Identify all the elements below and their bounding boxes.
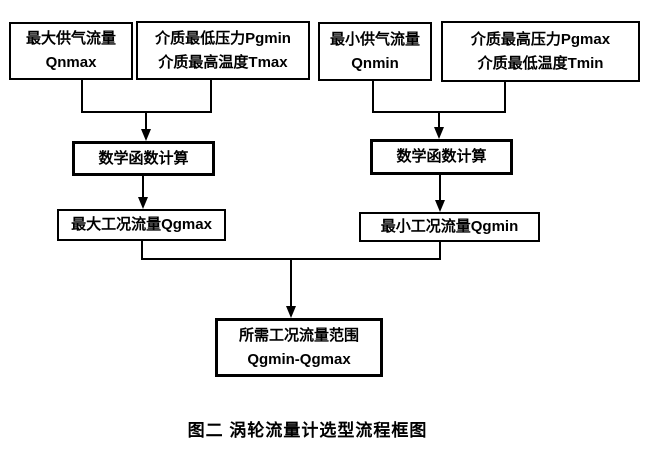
arrowhead-to-calc-left: [141, 129, 151, 141]
box-min-pressure-max-temp-line2: 介质最高温度Tmax: [158, 53, 288, 71]
box-max-supply-flow-line1: 最大供气流量: [25, 30, 116, 47]
arrowhead-to-result: [286, 306, 296, 318]
box-min-supply-flow-line2: Qnmin: [351, 54, 399, 72]
box-math-calc-right-label: 数学函数计算: [396, 148, 487, 165]
arrowhead-to-calc-right: [434, 127, 444, 139]
box-min-pressure-max-temp: 介质最低压力Pgmin 介质最高温度Tmax: [136, 21, 310, 80]
box-max-working-flow-label: 最大工况流量Qgmax: [71, 216, 212, 233]
figure-caption: 图二 涡轮流量计选型流程框图: [187, 421, 428, 440]
box-min-pressure-max-temp-line1: 介质最低压力Pgmin: [155, 29, 291, 47]
arrowhead-to-qgmax: [138, 197, 148, 209]
box-required-flow-range: 所需工况流量范围 Qgmin-Qgmax: [215, 318, 383, 377]
box-max-working-flow: 最大工况流量Qgmax: [57, 209, 226, 241]
box-min-supply-flow: 最小供气流量 Qnmin: [318, 22, 432, 81]
box-max-supply-flow: 最大供气流量 Qnmax: [9, 22, 133, 80]
box-max-supply-flow-line2: Qnmax: [45, 54, 97, 71]
box-max-pressure-min-temp: 介质最高压力Pgmax 介质最低温度Tmin: [441, 21, 640, 82]
box-min-working-flow: 最小工况流量Qgmin: [359, 212, 540, 242]
box-math-calc-right: 数学函数计算: [370, 139, 513, 175]
box-min-supply-flow-line1: 最小供气流量: [329, 30, 420, 48]
box-required-flow-range-line1: 所需工况流量范围: [238, 326, 359, 344]
box-math-calc-left-label: 数学函数计算: [98, 149, 189, 167]
box-required-flow-range-line2: Qgmin-Qgmax: [247, 350, 351, 368]
box-max-pressure-min-temp-line1: 介质最高压力Pgmax: [470, 30, 611, 48]
box-max-pressure-min-temp-line2: 介质最低温度Tmin: [477, 54, 604, 72]
arrowhead-to-qgmin: [435, 200, 445, 212]
box-math-calc-left: 数学函数计算: [72, 141, 215, 176]
box-min-working-flow-label: 最小工况流量Qgmin: [380, 218, 519, 235]
